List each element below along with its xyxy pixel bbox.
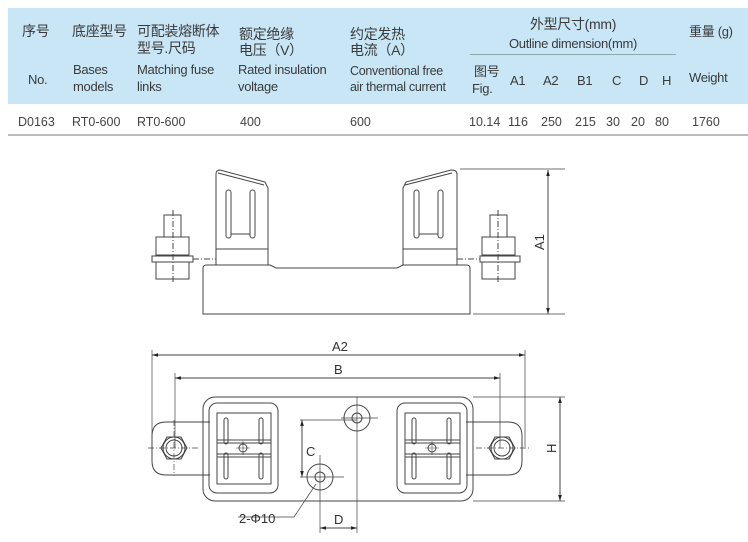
header-voltage-en2: voltage	[238, 79, 278, 94]
left-fuse-pocket	[208, 402, 279, 494]
table-bottom-rule	[8, 134, 748, 136]
mounting-hole-bottom	[300, 419, 357, 533]
header-voltage-en1: Rated insulation	[238, 62, 327, 77]
right-lug	[466, 421, 523, 476]
a1-label: A1	[532, 234, 547, 250]
cell-d: 20	[631, 115, 645, 129]
side-view: A1	[151, 168, 565, 315]
top-view: A2 B	[148, 339, 565, 533]
cell-weight: 1760	[692, 115, 720, 129]
cell-a1: 116	[508, 115, 528, 129]
header-base-en2: models	[73, 79, 114, 94]
header-outline-en: Outline dimension(mm)	[508, 36, 638, 51]
header-a1: A1	[510, 73, 526, 88]
table-header-band	[8, 8, 748, 104]
header-base-cn: 底座型号	[72, 23, 127, 39]
cell-voltage: 400	[240, 115, 261, 129]
header-current-cn2: 电流（A）	[350, 42, 414, 58]
cell-fig: 10.14	[469, 115, 501, 129]
b-label: B	[334, 362, 343, 377]
header-a2: A2	[543, 73, 559, 88]
d-label: D	[334, 512, 343, 527]
cell-base: RT0-600	[72, 115, 121, 129]
mounting-hole-top	[341, 397, 378, 533]
cell-h: 80	[655, 115, 669, 129]
cell-no: D0163	[18, 115, 55, 129]
header-voltage-cn2: 电压（V）	[239, 42, 303, 58]
a2-label: A2	[332, 339, 348, 354]
header-fuse-cn1: 可配装熔断体	[137, 23, 220, 39]
cell-b1: 215	[575, 115, 596, 129]
left-nut	[148, 420, 200, 476]
base-body	[202, 264, 471, 315]
outline-divider	[470, 54, 676, 55]
header-fig-cn: 图号	[474, 64, 500, 79]
header-no-en: No.	[28, 72, 48, 87]
header-d: D	[639, 73, 649, 88]
header-fuse-cn2: 型号.尺码	[137, 40, 196, 56]
header-current-en1: Conventional free	[350, 64, 443, 78]
header-fuse-en2: links	[137, 79, 162, 94]
base-outline	[202, 396, 474, 502]
header-voltage-cn1: 额定绝缘	[239, 26, 294, 42]
header-c: C	[612, 73, 622, 88]
header-fig-en: Fig.	[472, 81, 493, 96]
header-weight-en: Weight	[689, 70, 728, 85]
right-terminal-bolt	[457, 210, 521, 284]
header-b1: B1	[577, 73, 593, 88]
left-terminal-bolt	[151, 210, 216, 284]
cell-current: 600	[350, 115, 371, 129]
header-current-en2: air thermal current	[350, 80, 446, 94]
c-label: C	[306, 444, 315, 459]
header-fuse-en1: Matching fuse	[137, 62, 215, 77]
header-outline-cn: 外型尺寸(mm)	[529, 16, 617, 32]
cell-fuse: RT0-600	[137, 115, 186, 129]
header-weight-cn: 重量 (g)	[689, 24, 733, 39]
h-label: H	[544, 444, 559, 453]
header-no-cn: 序号	[22, 23, 50, 39]
left-lug	[151, 421, 210, 476]
header-h: H	[662, 73, 672, 88]
right-contact-bracket	[402, 169, 458, 265]
holes-leader-line	[238, 483, 317, 518]
header-current-cn1: 约定发热	[350, 26, 405, 42]
header-base-en1: Bases	[73, 62, 108, 77]
cell-c: 30	[606, 115, 620, 129]
cell-a2: 250	[541, 115, 562, 129]
holes-label: 2-Φ10	[239, 511, 275, 526]
right-nut	[476, 436, 530, 460]
right-fuse-pocket	[396, 402, 468, 494]
left-contact-bracket	[215, 169, 269, 265]
